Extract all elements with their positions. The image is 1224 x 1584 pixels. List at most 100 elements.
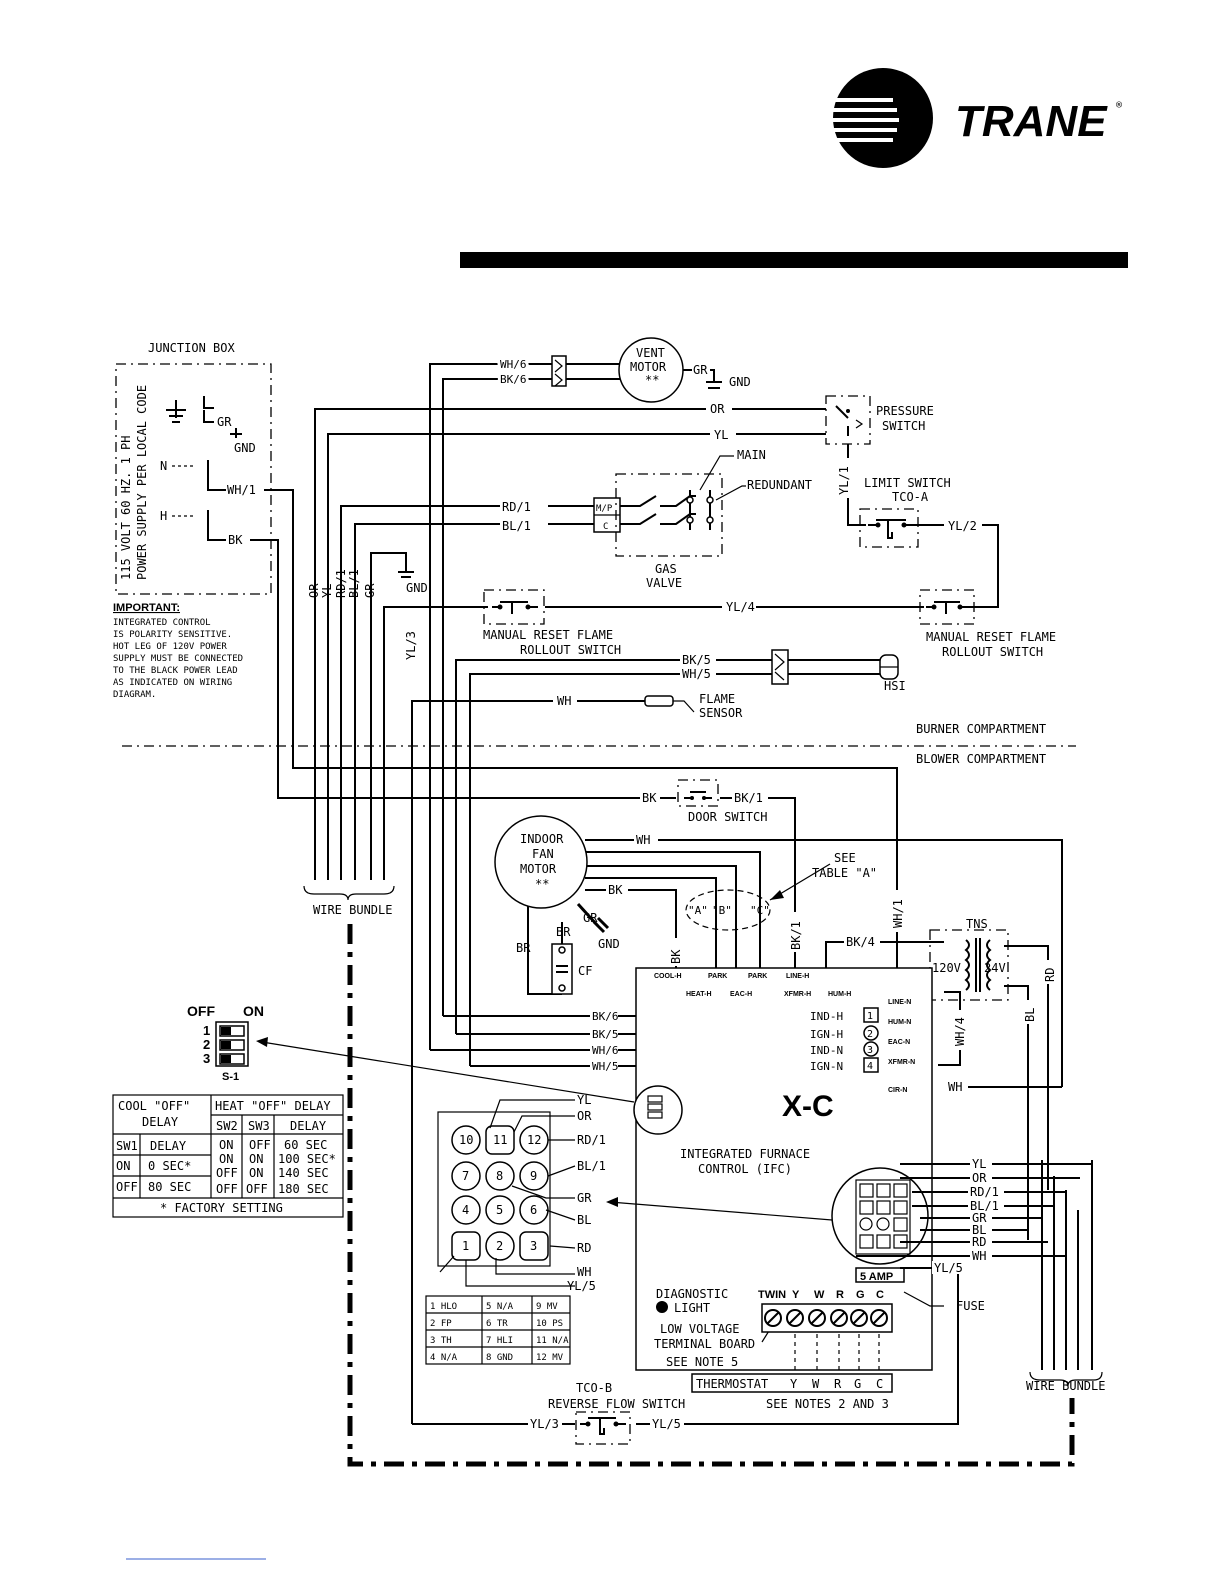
ifc-left-wire-2: BK/5 (592, 1028, 619, 1041)
rollout-switch-left: MANUAL RESET FLAME ROLLOUT SWITCH (483, 589, 621, 657)
vent-motor-mark: ** (645, 373, 659, 387)
wire-bk4: BK/4 (846, 935, 875, 949)
ign-term-4: IGN-N (810, 1060, 843, 1073)
ign-term-1: IND-H (810, 1010, 843, 1023)
plug-pin-number: 8 (496, 1169, 503, 1183)
fuse-label: FUSE (956, 1299, 985, 1313)
burner-compartment: BURNER COMPARTMENT (916, 722, 1046, 736)
pin-table-r2c3: 10 PS (536, 1319, 563, 1329)
plug-pin-number: 12 (527, 1133, 541, 1147)
thermostat: THERMOSTAT Y W R G C SEE NOTES 2 AND 3 (691, 1373, 893, 1411)
pin-table-r2c2: 6 TR (486, 1319, 508, 1329)
bundle-yl: YL (320, 584, 334, 598)
plug-pin-number: 5 (496, 1203, 503, 1217)
pressure-switch-line1: PRESSURE (876, 404, 934, 418)
bk6-bg: BK/6 (500, 373, 527, 386)
jb-gr: GR (217, 415, 232, 429)
flame-sensor: WH FLAME SENSOR (553, 692, 743, 720)
header-bar (460, 252, 1128, 268)
plug-pin-number: 3 (530, 1239, 537, 1253)
table-a-line2: TABLE "A" (812, 866, 877, 880)
jb-n: N (160, 459, 167, 473)
ign-num-3: 3 (867, 1045, 873, 1056)
pin-table-r4c2: 8 GND (486, 1353, 513, 1363)
pin-table-r1c2: 5 N/A (486, 1302, 514, 1312)
important-line-2: IS POLARITY SENSITIVE. (113, 630, 232, 640)
pressure-switch: OR YL PRESSURE SWITCH YL/1 (706, 395, 934, 498)
lv-line1: LOW VOLTAGE (660, 1322, 739, 1336)
gas-valve-c: C (603, 522, 608, 532)
plug12-wire-rd1: RD/1 (577, 1133, 606, 1147)
transformer: TNS 120V 24V (929, 917, 1009, 1001)
thermostat-c: C (876, 1377, 883, 1391)
tco-b-switch: TCO-B REVERSE FLOW SWITCH YL/3 YL/5 (528, 1381, 685, 1445)
vent-motor: WH/6 WH/6 BK/6 BK/6 VENT MOTOR ** GR GND (497, 337, 751, 403)
ign-term-3: IND-N (810, 1044, 843, 1057)
cool-r2-delay: 80 SEC (148, 1180, 191, 1194)
transformer-24v: 24V (984, 961, 1006, 975)
trane-logo: TRANE ® (833, 68, 1123, 168)
brand-name: TRANE (955, 97, 1108, 146)
fan-motor-line2: FAN (532, 847, 554, 861)
heat-r3-sw3: ON (249, 1166, 263, 1180)
heat-r1-sw3: OFF (249, 1138, 271, 1152)
plug-pin-number: 4 (462, 1203, 469, 1217)
ifc-left-wire-3: WH/6 (592, 1044, 619, 1057)
see-note-5: SEE NOTE 5 (666, 1355, 738, 1369)
cool-col-sw1: SW1 (116, 1139, 138, 1153)
fan-motor-line3: MOTOR (520, 862, 557, 876)
gnd-2: GND (406, 581, 428, 595)
cool-r2-sw: OFF (116, 1180, 138, 1194)
pin-table-r3c2: 7 HLI (486, 1336, 513, 1346)
vent-motor-line2: MOTOR (630, 360, 667, 374)
cool-col-delay: DELAY (150, 1139, 187, 1153)
brand-registered: ® (1116, 100, 1123, 111)
heat-r4-sw2: OFF (216, 1182, 238, 1196)
plug12-wire-rd: RD (577, 1241, 591, 1255)
cool-r1-sw: ON (116, 1159, 130, 1173)
heat-col-sw2: SW2 (216, 1119, 238, 1133)
plug-wire-wh: WH (972, 1249, 986, 1263)
plug12-wire-yl: YL (577, 1093, 591, 1107)
plug-pin-number: 10 (459, 1133, 473, 1147)
lv-line2: TERMINAL BOARD (654, 1337, 755, 1351)
term-hum-n: HUM-N (888, 1019, 911, 1026)
delay-table: COOL "OFF" DELAY HEAT "OFF" DELAY SW1 DE… (112, 1094, 344, 1218)
plug-pin (485, 1195, 515, 1225)
term-xfmr-n: XFMR-N (888, 1059, 915, 1066)
ign-num-1: 1 (867, 1011, 873, 1022)
term-xfmr-h: XFMR-H (784, 991, 811, 998)
bundle-bl1: BL/1 (347, 569, 361, 598)
lv-term-r: R (836, 1289, 844, 1301)
term-park-1: PARK (708, 973, 727, 980)
plug-pin (485, 1161, 515, 1191)
rollout-right-line1: MANUAL RESET FLAME (926, 630, 1056, 644)
limit-switch: LIMIT SWITCH TCO-A YL/2 (859, 476, 982, 548)
rollout-left-line2: ROLLOUT SWITCH (520, 643, 621, 657)
bundle-gr: GR (363, 583, 377, 598)
wire-v-bk: BK (669, 949, 683, 964)
junction-box-title: JUNCTION BOX (148, 341, 235, 355)
fuse-rating: 5 AMP (860, 1271, 893, 1283)
gas-valve-main: MAIN (737, 448, 766, 462)
plug-wire-gr: GR (972, 1211, 987, 1225)
lv-term-y: Y (792, 1289, 800, 1301)
term-cir-n: CIR-N (888, 1087, 907, 1094)
plug-pin (485, 1231, 515, 1261)
ign-term-2: IGN-H (810, 1028, 843, 1041)
vent-gnd: GND (729, 375, 751, 389)
table-a-see: SEE (834, 851, 856, 865)
tco-b-line2: REVERSE FLOW SWITCH (548, 1397, 685, 1411)
wire-wh4: WH/4 (953, 1017, 967, 1046)
plug-wire-rd: RD (972, 1235, 986, 1249)
heat-r2-delay: 100 SEC* (278, 1152, 336, 1166)
thermostat-y: Y (790, 1377, 798, 1391)
heat-header: HEAT "OFF" DELAY (215, 1099, 331, 1113)
wire-bundle-label: WIRE BUNDLE (313, 903, 392, 917)
dip-name: S-1 (222, 1071, 239, 1083)
table-a-c: "C" (750, 904, 770, 917)
plug12-wire-wh: WH (577, 1265, 591, 1279)
term-eac-h: EAC-H (730, 991, 752, 998)
